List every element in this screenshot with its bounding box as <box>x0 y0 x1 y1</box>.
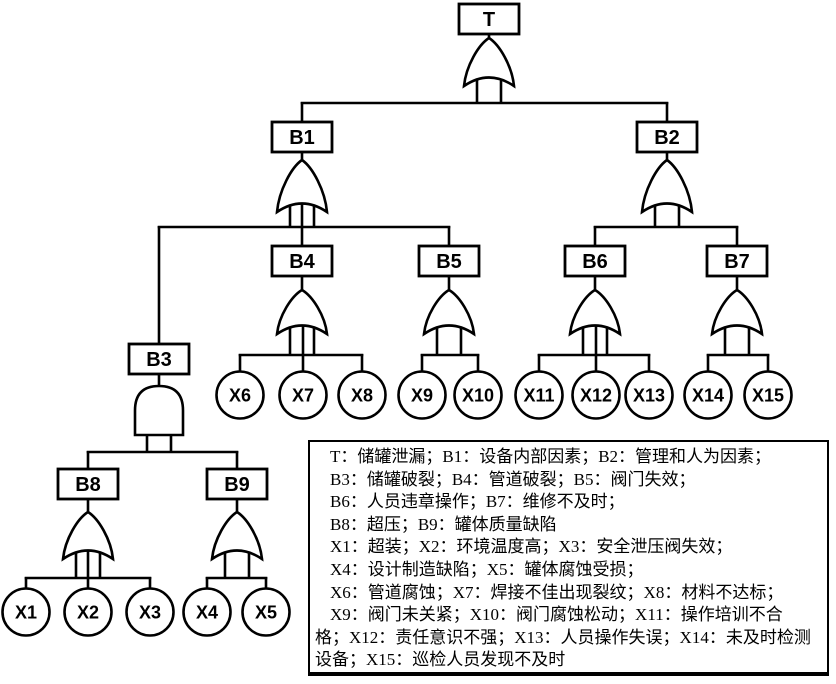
node-X4-circle <box>182 587 232 637</box>
node-B8-box <box>56 467 120 501</box>
node-X1-circle <box>1 587 51 637</box>
legend-box: T：储罐泄漏；B1：设备内部因素；B2：管理和人为因素； B3：储罐破裂；B4：… <box>308 440 829 676</box>
node-X15-label: X15 <box>752 386 784 406</box>
node-X7-label: X7 <box>292 386 314 406</box>
node-X14-circle <box>683 370 733 420</box>
node-X11-circle <box>514 370 564 420</box>
node-B2-box <box>635 120 699 154</box>
legend-line: B6：人员违章操作；B7：维修不及时； <box>330 492 625 512</box>
node-X12-label: X12 <box>580 386 612 406</box>
node-X2-label: X2 <box>77 603 99 623</box>
node-B7-label: B7 <box>724 251 750 273</box>
node-B3-box <box>127 342 191 376</box>
gate-B1-or-gate <box>275 158 329 215</box>
legend-line: B3：储罐破裂；B4：管道破裂；B5：阀门失效； <box>330 469 696 489</box>
node-X8-circle <box>337 370 387 420</box>
gate-B9-or-gate <box>210 510 264 562</box>
node-X10-circle <box>453 370 503 420</box>
node-B1-box <box>270 120 334 154</box>
node-B8-label: B8 <box>75 474 101 496</box>
gate-B5-or-gate <box>422 288 476 337</box>
node-X15-circle <box>743 370 793 420</box>
legend-line: T：储罐泄漏；B1：设备内部因素；B2：管理和人为因素； <box>330 447 772 466</box>
node-X5-circle <box>241 587 291 637</box>
legend-line: X6：管道腐蚀；X7：焊接不佳出现裂纹；X8：材料不达标； <box>330 582 784 602</box>
gate-B3-and-gate <box>133 384 185 437</box>
node-B9-box <box>205 467 269 501</box>
node-B4-label: B4 <box>289 251 315 273</box>
node-X5-label: X5 <box>255 603 277 623</box>
node-X6-label: X6 <box>229 386 251 406</box>
node-X6-circle <box>215 370 265 420</box>
node-X2-circle <box>63 587 113 637</box>
gate-B7-or-gate <box>710 288 764 337</box>
node-X9-circle <box>397 370 447 420</box>
legend-line: 设备；X15：巡检人员发现不及时 <box>315 650 566 670</box>
node-B2-label: B2 <box>654 127 680 149</box>
gate-T-or-gate <box>462 36 516 89</box>
node-X11-label: X11 <box>523 386 554 406</box>
node-X3-circle <box>125 587 175 637</box>
node-B4-box <box>270 244 334 278</box>
node-X7-circle <box>278 370 328 420</box>
legend-line: X4：设计制造缺陷；X5：罐体腐蚀受损； <box>330 559 644 579</box>
node-X13-label: X13 <box>633 386 665 406</box>
node-T-box <box>457 2 521 36</box>
node-X14-label: X14 <box>692 386 724 406</box>
node-X9-label: X9 <box>411 386 433 406</box>
node-X10-label: X10 <box>462 386 494 406</box>
node-X4-label: X4 <box>196 603 218 623</box>
gate-B8-or-gate <box>61 510 115 562</box>
node-T-label: T <box>483 9 495 31</box>
node-X8-label: X8 <box>351 386 373 406</box>
legend-line: X1：超装；X2：环境温度高；X3：安全泄压阀失效； <box>330 537 733 557</box>
node-X12-circle <box>571 370 621 420</box>
node-X3-label: X3 <box>139 603 161 623</box>
gate-B2-or-gate <box>640 158 694 215</box>
node-B7-box <box>705 244 769 278</box>
node-B5-label: B5 <box>436 251 462 273</box>
legend-line: B8：超压；B9：罐体质量缺陷 <box>330 514 557 534</box>
node-B1-label: B1 <box>289 127 315 149</box>
node-B3-label: B3 <box>146 349 172 371</box>
node-X1-label: X1 <box>15 603 37 623</box>
node-X13-circle <box>624 370 674 420</box>
legend-line: 格；X12：责任意识不强；X13：人员操作失误；X14：未及时检测 <box>315 627 811 647</box>
gate-B4-or-gate <box>275 288 329 337</box>
gate-B6-or-gate <box>568 288 622 337</box>
node-B9-label: B9 <box>224 474 250 496</box>
node-B5-box <box>417 244 481 278</box>
legend-line: X9：阀门未关紧；X10：阀门腐蚀松动；X11：操作培训不合 <box>330 605 783 625</box>
node-B6-box <box>563 244 627 278</box>
node-B6-label: B6 <box>582 251 608 273</box>
